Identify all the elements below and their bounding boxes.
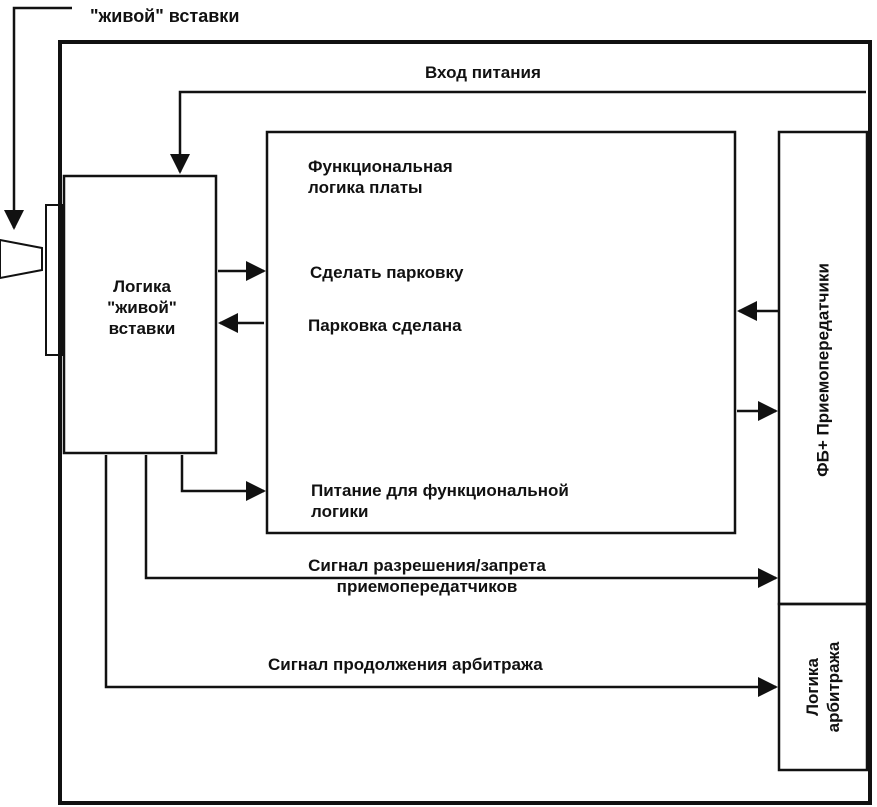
connector-trapezoid-icon xyxy=(0,238,43,280)
arbitration-logic-label: Логика арбитража xyxy=(803,641,843,733)
do-park-label: Сделать парковку xyxy=(310,263,464,282)
connector-strip xyxy=(45,204,63,356)
functional-power-label: Питание для функциональной логики xyxy=(311,481,569,521)
power-input-arrow xyxy=(170,90,866,174)
functional-logic-label: Функциональная логика платы xyxy=(308,157,453,197)
board-frame xyxy=(58,40,872,805)
power-input-label: Вход питания xyxy=(425,63,541,82)
external-signal-arrow xyxy=(4,6,72,230)
enable-disable-arrow xyxy=(144,455,778,588)
transceivers-label: ФБ+ Приемопередатчики xyxy=(813,263,833,477)
hotswap-logic-label: Логика "живой" вставки xyxy=(107,277,177,338)
park-done-label: Парковка сделана xyxy=(308,316,462,335)
arbitration-continue-arrow xyxy=(104,455,778,697)
arbitration-box xyxy=(777,602,869,772)
enable-disable-label: Сигнал разрешения/запрета приемопередатч… xyxy=(308,556,546,596)
functional-logic-box xyxy=(265,130,737,535)
hot-insert-label: "живой" вставки xyxy=(90,6,240,26)
arbitration-continue-label: Сигнал продолжения арбитража xyxy=(268,655,543,674)
hotswap-logic-box xyxy=(62,174,218,455)
functional-power-arrow xyxy=(180,455,266,501)
